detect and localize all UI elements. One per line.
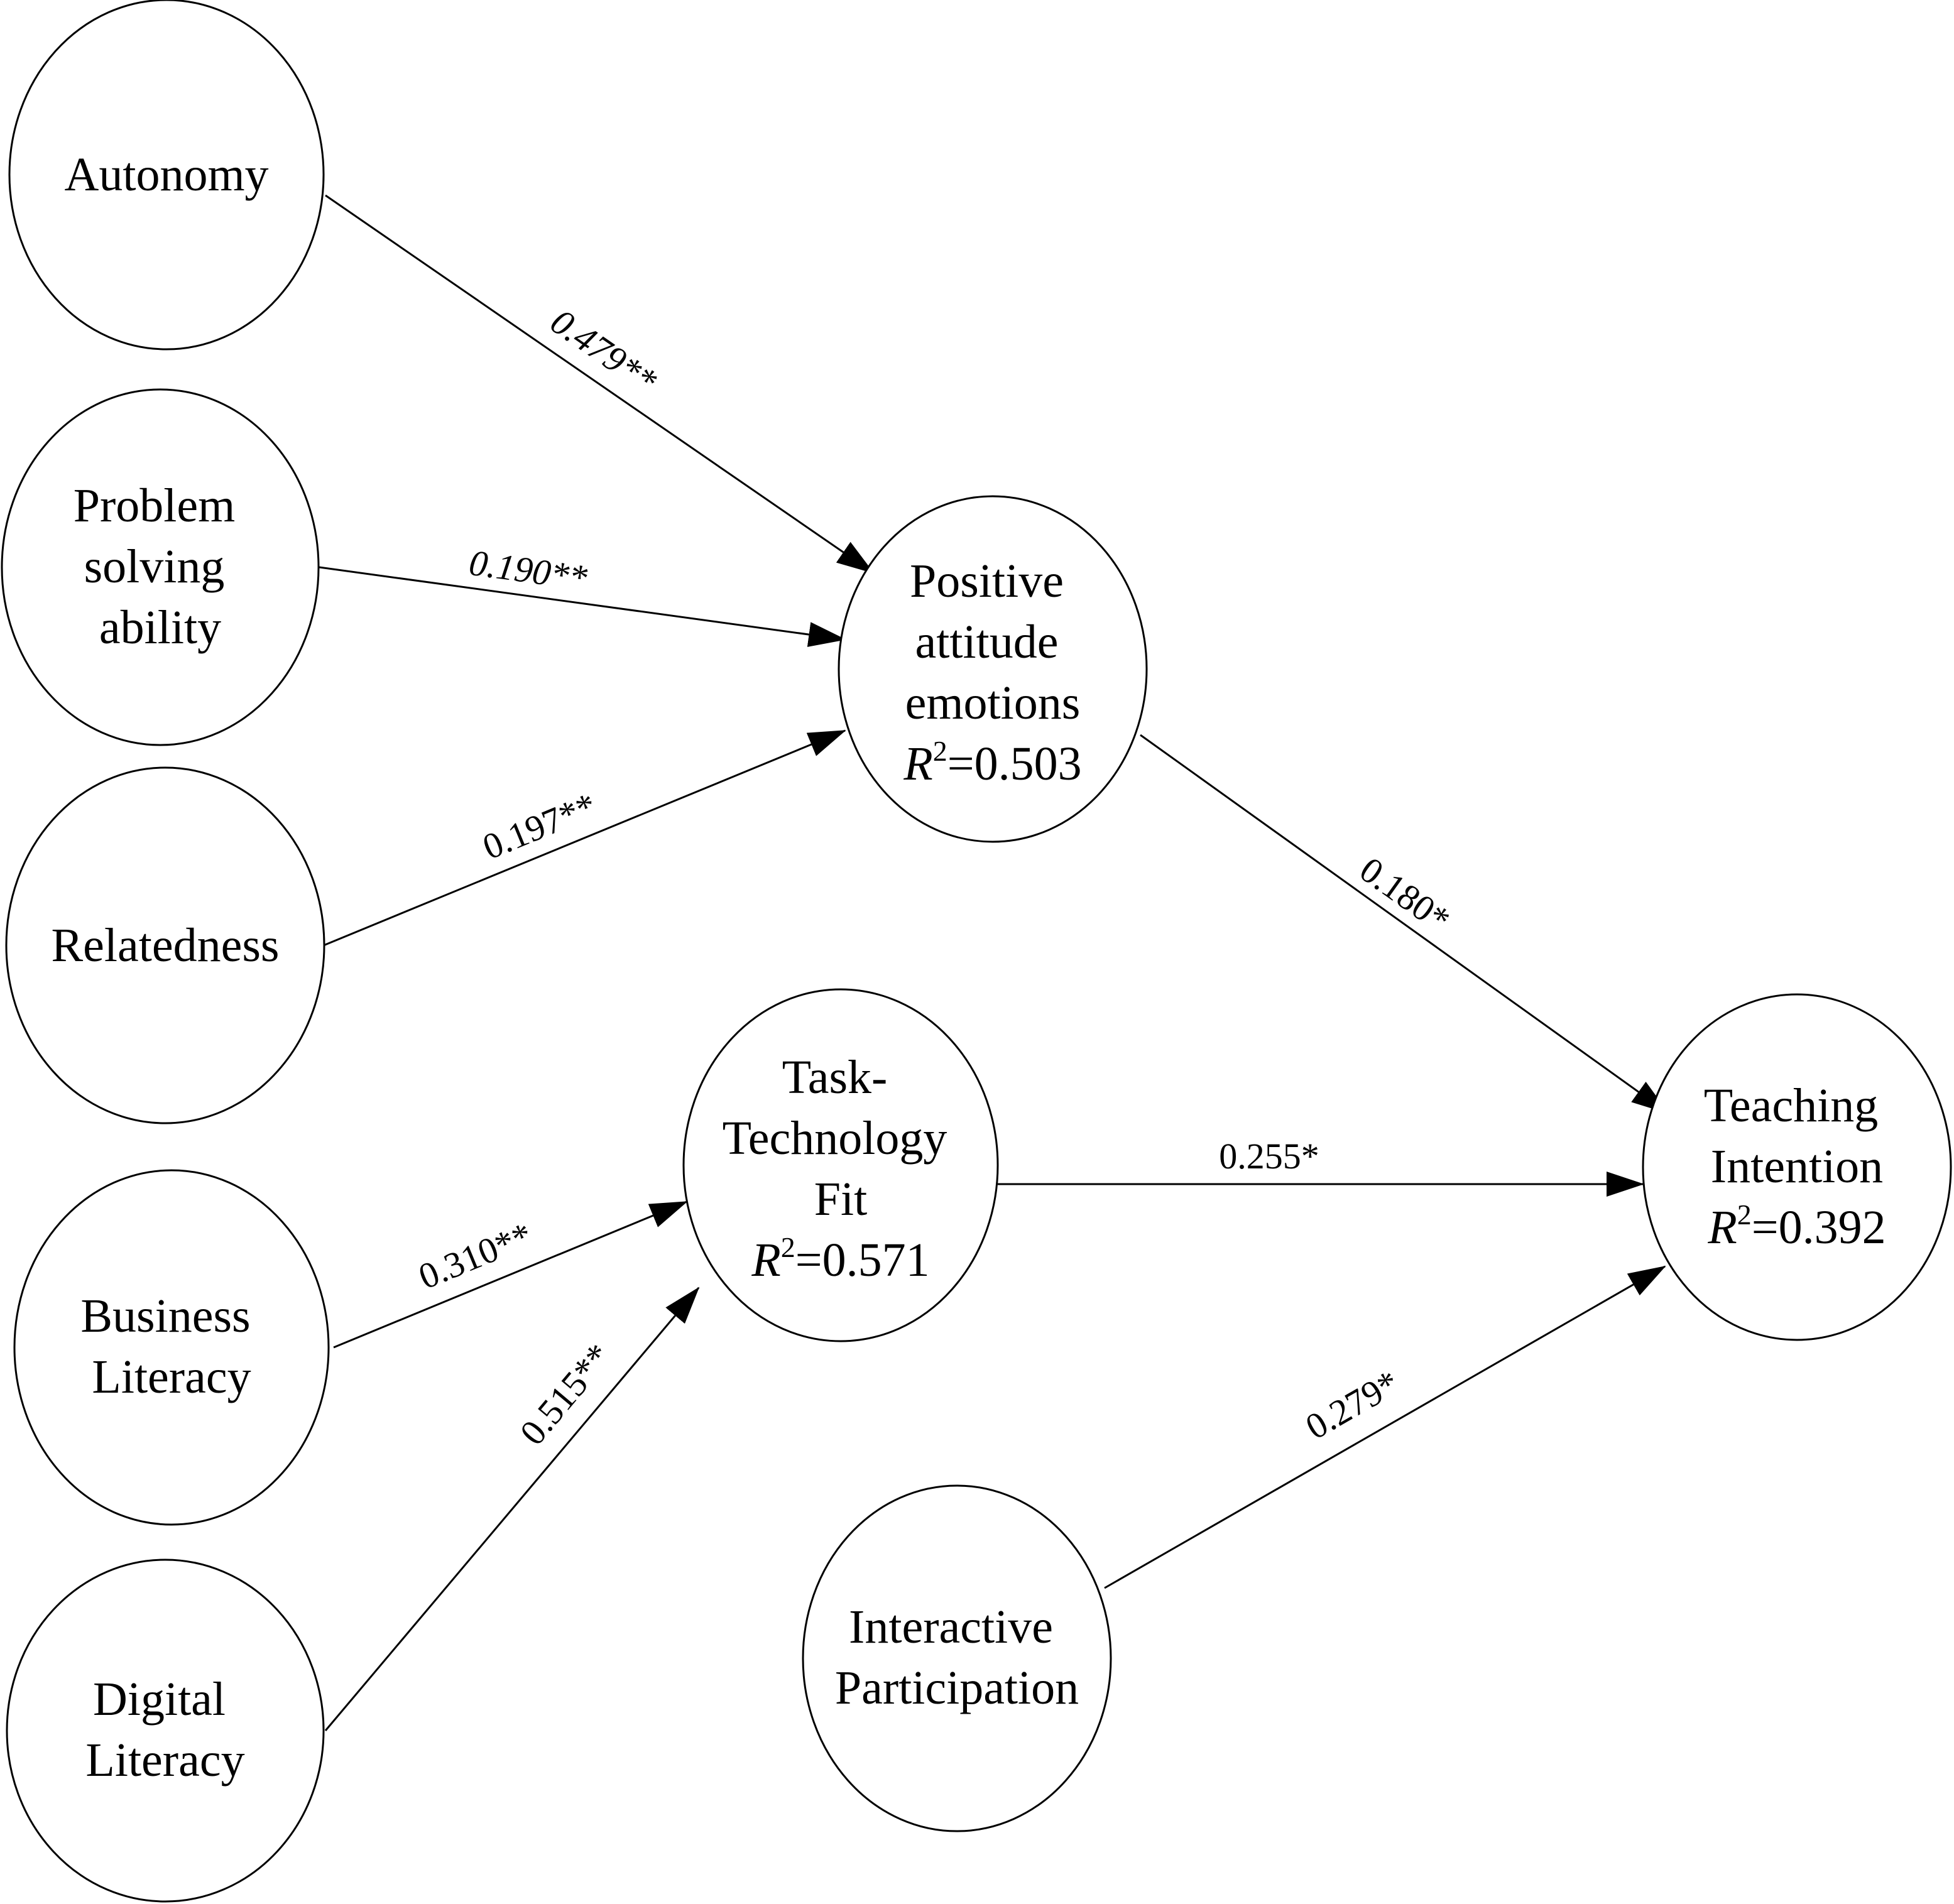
- node-relatedness-line-1: Relatedness: [51, 919, 279, 972]
- node-task-technology-fit-line-2: Technology: [723, 1112, 947, 1165]
- r2-exponent: 2: [1737, 1199, 1752, 1231]
- node-interactive-participation-ellipse: [802, 1484, 1112, 1832]
- node-positive-attitude-label: Positive attitude emotions: [905, 555, 1081, 729]
- node-interactive-participation-line-2: Participation: [835, 1662, 1079, 1714]
- edge-digital-literacy-to-ttf: 0.515**: [324, 1287, 700, 1731]
- arrow-relatedness-to-positive-attitude: [323, 729, 846, 947]
- node-digital-literacy-line-1: Digital: [93, 1673, 226, 1726]
- edge-label-relatedness: 0.197**: [477, 785, 602, 868]
- node-relatedness: Relatedness: [5, 766, 325, 1124]
- edge-interactive-to-teaching: 0.279*: [1104, 1265, 1666, 1589]
- node-teaching-intention-ellipse: [1642, 993, 1952, 1341]
- node-problem-solving-ellipse: [1, 388, 320, 746]
- edge-label-interactive: 0.279*: [1299, 1362, 1406, 1447]
- r2-value: =0.503: [947, 737, 1082, 790]
- node-task-technology-fit-r2: R2=0.571: [751, 1231, 929, 1287]
- edge-problem-solving-to-positive-attitude: 0.190**: [319, 542, 846, 647]
- r2-symbol: R: [751, 1234, 780, 1287]
- node-positive-attitude-r2: R2=0.503: [903, 735, 1081, 790]
- edge-ttf-to-teaching: 0.255*: [998, 1136, 1644, 1197]
- node-problem-solving-line-1: Problem: [74, 479, 236, 532]
- node-business-literacy: Business Literacy: [13, 1169, 330, 1526]
- node-digital-literacy-line-2: Literacy: [85, 1734, 244, 1787]
- arrow-digital-literacy-to-ttf: [324, 1287, 700, 1731]
- node-problem-solving-line-2: solving: [84, 540, 225, 593]
- node-digital-literacy: Digital Literacy: [6, 1559, 325, 1903]
- node-autonomy: Autonomy: [8, 0, 325, 351]
- edge-relatedness-to-positive-attitude: 0.197**: [323, 729, 846, 947]
- arrow-interactive-to-teaching: [1104, 1265, 1666, 1589]
- edge-label-ttf: 0.255*: [1219, 1136, 1319, 1177]
- node-problem-solving-label: Problem solving ability: [74, 479, 248, 654]
- node-problem-solving-line-3: ability: [99, 601, 221, 654]
- node-task-technology-fit-label: Task- Technology Fit: [723, 1051, 959, 1226]
- r2-exponent: 2: [933, 735, 947, 767]
- node-positive-attitude-line-2: attitude: [915, 616, 1059, 668]
- edge-label-business-literacy: 0.310**: [413, 1214, 538, 1297]
- node-digital-literacy-label: Digital Literacy: [85, 1673, 244, 1787]
- node-positive-attitude-ellipse: [838, 495, 1148, 843]
- node-positive-attitude: Positive attitude emotions R2=0.503: [838, 495, 1148, 843]
- node-digital-literacy-ellipse: [6, 1559, 325, 1903]
- node-task-technology-fit-ellipse: [682, 988, 999, 1342]
- node-positive-attitude-line-3: emotions: [905, 677, 1081, 729]
- edge-label-positive-attitude: 0.180*: [1353, 849, 1458, 940]
- node-positive-attitude-line-1: Positive: [910, 555, 1064, 607]
- r2-value: =0.571: [795, 1234, 930, 1287]
- r2-value: =0.392: [1752, 1201, 1886, 1254]
- arrow-autonomy-to-positive-attitude: [325, 194, 875, 574]
- node-business-literacy-line-1: Business: [80, 1290, 250, 1342]
- node-interactive-participation-label: Interactive Participation: [835, 1601, 1079, 1714]
- edge-business-literacy-to-ttf: 0.310**: [333, 1200, 688, 1349]
- node-problem-solving: Problem solving ability: [1, 388, 320, 746]
- r2-symbol: R: [1707, 1201, 1737, 1254]
- edge-label-digital-literacy: 0.515**: [512, 1336, 619, 1452]
- node-relatedness-label: Relatedness: [51, 919, 279, 972]
- node-autonomy-ellipse: [8, 0, 325, 351]
- node-teaching-intention-line-1: Teaching: [1704, 1079, 1878, 1132]
- arrow-business-literacy-to-ttf: [333, 1200, 688, 1349]
- node-autonomy-label: Autonomy: [64, 148, 268, 201]
- arrow-positive-attitude-to-teaching: [1140, 734, 1669, 1114]
- node-task-technology-fit: Task- Technology Fit R2=0.571: [682, 988, 999, 1342]
- node-business-literacy-ellipse: [13, 1169, 330, 1526]
- arrow-problem-solving-to-positive-attitude: [319, 566, 846, 647]
- edge-positive-attitude-to-teaching: 0.180*: [1140, 734, 1669, 1114]
- node-business-literacy-line-2: Literacy: [92, 1351, 251, 1403]
- node-relatedness-ellipse: [5, 766, 325, 1124]
- node-business-literacy-label: Business Literacy: [80, 1290, 262, 1403]
- node-teaching-intention: Teaching Intention R2=0.392: [1642, 993, 1952, 1341]
- node-interactive-participation: Interactive Participation: [802, 1484, 1112, 1832]
- node-interactive-participation-line-1: Interactive: [849, 1601, 1053, 1653]
- r2-exponent: 2: [781, 1231, 795, 1263]
- r2-symbol: R: [903, 737, 932, 790]
- node-task-technology-fit-line-3: Fit: [814, 1173, 868, 1226]
- node-teaching-intention-line-2: Intention: [1711, 1140, 1883, 1193]
- edge-autonomy-to-positive-attitude: 0.479**: [325, 194, 875, 574]
- node-teaching-intention-r2: R2=0.392: [1707, 1199, 1886, 1254]
- node-teaching-intention-label: Teaching Intention: [1704, 1079, 1890, 1193]
- node-autonomy-line-1: Autonomy: [64, 148, 268, 201]
- node-task-technology-fit-line-1: Task-: [782, 1051, 888, 1104]
